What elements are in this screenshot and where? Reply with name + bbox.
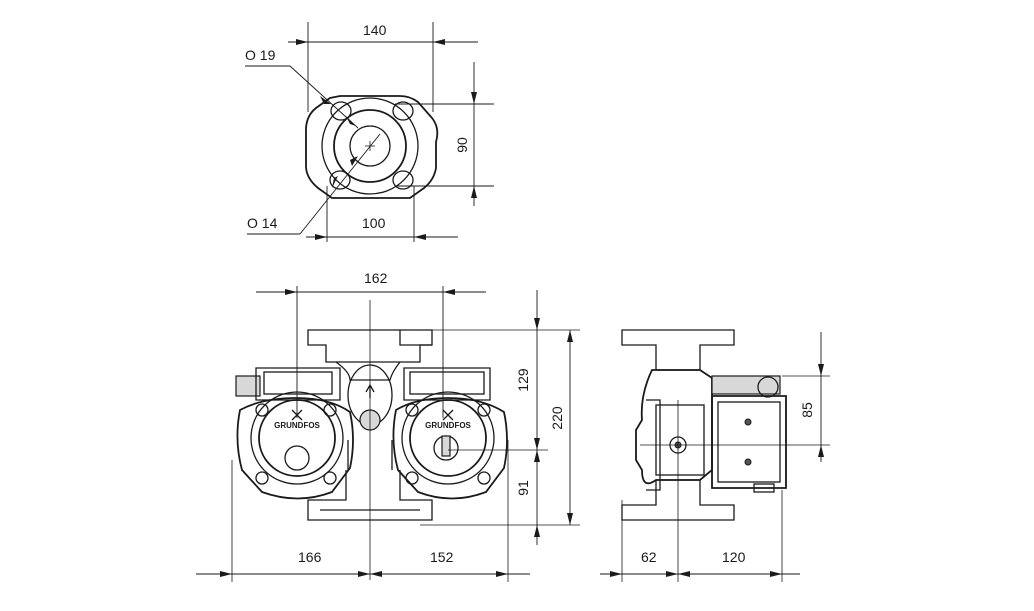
bolt-hole-bl [329,170,351,190]
left-top-cover [255,367,341,401]
flange-ring [333,109,407,183]
flange-outer-ring [321,97,419,195]
left-pump-disc [258,399,336,477]
flange-bore [349,125,391,167]
side-motor-head [711,395,787,489]
dim-162-label: 162 [364,270,388,286]
dim-140-label: 140 [363,22,387,38]
right-screw-br [477,471,491,485]
right-top-cover [403,367,491,401]
right-pump-disc [409,399,487,477]
flange-outline [305,95,439,199]
dim-62-label: 62 [641,549,657,565]
dim-220-label: 220 [549,406,565,430]
pump-front-view: 162 GRUNDFOS [196,270,580,582]
bolt-hole-br [392,170,414,190]
top-flange [307,329,433,363]
bolt-hole-tl [330,101,352,121]
right-pump-body [392,397,508,500]
left-screw-bl [255,471,269,485]
dim-o19-label: O 19 [245,47,276,63]
dim-91-label: 91 [515,480,531,496]
dim-129-label: 129 [515,368,531,392]
dim-85-label: 85 [799,402,815,418]
pump-side-view: 85 62 120 [600,329,830,582]
dim-o14-label: O 14 [247,215,278,231]
left-screw-br [323,471,337,485]
dim-166-label: 166 [298,549,322,565]
left-terminal-box [235,375,261,397]
bolt-hole-tr [392,101,414,121]
dim-100-label: 100 [362,215,386,231]
left-screw-tl [255,403,269,417]
right-screw-tl [405,403,419,417]
dim-152-label: 152 [430,549,454,565]
flange-top-view: 140 O 19 O 14 90 [245,22,494,242]
left-logo-text: GRUNDFOS [274,421,320,430]
side-terminal-box [711,375,781,395]
side-body [635,369,713,485]
side-top-flange [621,329,735,371]
left-indicator [284,445,310,471]
right-screw-bl [405,471,419,485]
left-screw-tr [323,403,337,417]
dim-120-label: 120 [722,549,746,565]
right-logo-text: GRUNDFOS [425,421,471,430]
right-screw-tr [477,403,491,417]
left-pump-body [236,397,354,500]
dim-90-label: 90 [454,137,470,153]
